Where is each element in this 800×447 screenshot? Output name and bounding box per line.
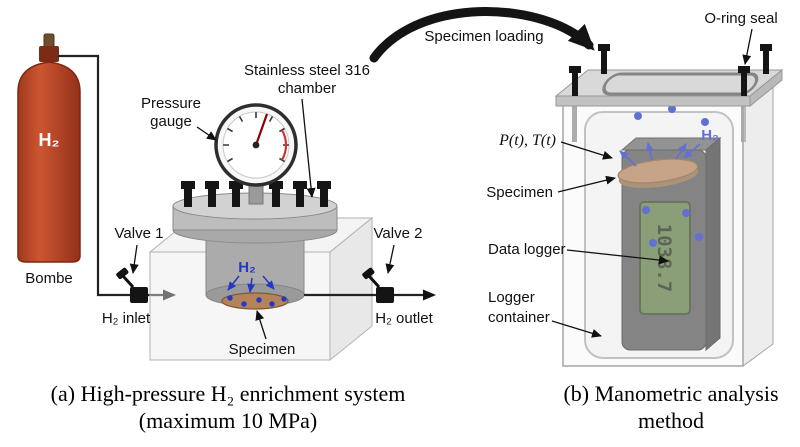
valve1-label-arrow: [129, 244, 139, 274]
gauge-red-zone: [281, 129, 288, 161]
container-right-face: [742, 75, 774, 367]
gauge-label-line1: Pressure: [141, 95, 201, 112]
valve1-label: Valve 1: [115, 225, 164, 242]
valve2-label-arrow: [385, 244, 395, 274]
specimen-loading-arrow: [369, 7, 595, 63]
cylinder-h2-text: H₂: [39, 130, 60, 150]
cylinder-body: [17, 61, 81, 263]
h2-gas-label-b: H₂: [701, 127, 719, 144]
caption-a-line1: (a) High-pressure H₂ enrichment system: [51, 381, 406, 406]
gauge-needle: [254, 113, 269, 146]
valve-2-handle: [362, 267, 375, 280]
h2-molecule-dot: [634, 112, 642, 120]
h2-flow-arrow: [227, 275, 240, 291]
h2-desorb-arrow: [645, 142, 654, 161]
specimen-label-a: Specimen: [229, 341, 296, 358]
flange-bolts: [181, 181, 331, 207]
analysis-container: [562, 75, 774, 367]
chamber-label-arrow: [301, 98, 316, 198]
h2-gas-label: H₂: [238, 259, 256, 276]
h2-molecule-dot: [281, 296, 287, 302]
inner-chamber: H₂: [205, 237, 305, 310]
h2-molecule-dot: [642, 206, 650, 214]
datalogger-label: Data logger: [488, 241, 566, 258]
h2-molecule-dot: [668, 105, 676, 113]
container-label-arrow: [551, 320, 602, 338]
specimen-label-arrow-b: [557, 175, 616, 193]
chamber-label-line1: Stainless steel 316: [244, 62, 370, 79]
valve-1-stem: [121, 274, 135, 289]
valve-1-body: [130, 287, 148, 303]
outlet-label: H₂ outlet: [375, 310, 433, 327]
h2-molecules-b: H₂: [619, 105, 719, 247]
caption-a-line2: (maximum 10 MPa): [139, 408, 317, 433]
pt-label-arrow: [560, 141, 613, 160]
chamber-label-line2: chamber: [278, 80, 336, 97]
o-ring: [602, 72, 759, 96]
specimen-label-b: Specimen: [486, 184, 553, 201]
h2-molecule-dot: [682, 209, 690, 217]
h2-desorb-arrow: [675, 143, 687, 160]
gauge-needle-hub: [252, 141, 260, 149]
h2-label-arrow: [683, 143, 701, 159]
h2-molecule-dot: [695, 233, 703, 241]
h2-molecules: [227, 295, 287, 307]
specimen-disc: [221, 292, 289, 310]
valve-1-handle: [116, 267, 129, 280]
valve2-label: Valve 2: [374, 225, 423, 242]
inlet-label: H₂ inlet: [102, 310, 151, 327]
h2-molecule-dot: [649, 239, 657, 247]
pt-label: P(t), T(t): [498, 132, 556, 149]
valve-2: [362, 267, 394, 303]
cylinder-valve-collar: [39, 46, 59, 62]
caption-b-line2: method: [638, 408, 704, 433]
container-label-line1: Logger: [488, 289, 535, 306]
specimen-label-arrow-a: [255, 310, 267, 340]
specimen-loading-label: Specimen loading: [424, 28, 543, 45]
container-front-face: [562, 97, 744, 367]
valve-2-body: [376, 287, 394, 303]
panel-b-labels: O-ring seal P(t), T(t) Specimen Data log…: [486, 10, 778, 338]
valve-2-stem: [367, 274, 381, 289]
gas-cylinder: H₂ Bombe: [17, 33, 81, 287]
h2-desorb-arrow: [619, 150, 637, 167]
container-lid: [554, 44, 784, 108]
h2-molecule-dot: [701, 118, 709, 126]
gauge-label-arrow: [196, 126, 217, 141]
container-label-line2: container: [488, 309, 550, 326]
valve-1: [116, 267, 148, 303]
oring-label: O-ring seal: [704, 10, 777, 27]
specimen-b: [617, 158, 699, 188]
h2-molecule-dot: [227, 295, 233, 301]
gauge-label-line2: gauge: [150, 113, 192, 130]
pressure-gauge: [214, 103, 298, 205]
chamber-flange: [172, 181, 338, 244]
specimen-disc-b: [617, 158, 699, 184]
h2-molecule-dot: [269, 301, 275, 307]
h2-molecule-dot: [241, 301, 247, 307]
datalogger-label-arrow: [566, 249, 669, 265]
caption-b-line1: (b) Manometric analysis: [563, 381, 778, 406]
cylinder-name-label: Bombe: [25, 270, 73, 287]
h2-flow-arrow: [247, 277, 256, 293]
h2-molecule-dot: [256, 297, 262, 303]
h2-flow-arrow: [262, 275, 275, 290]
panel-a-labels: Pressure gauge Stainless steel 316 chamb…: [102, 62, 434, 358]
lid-front-edge: [555, 95, 751, 107]
oring-label-arrow: [742, 28, 753, 65]
